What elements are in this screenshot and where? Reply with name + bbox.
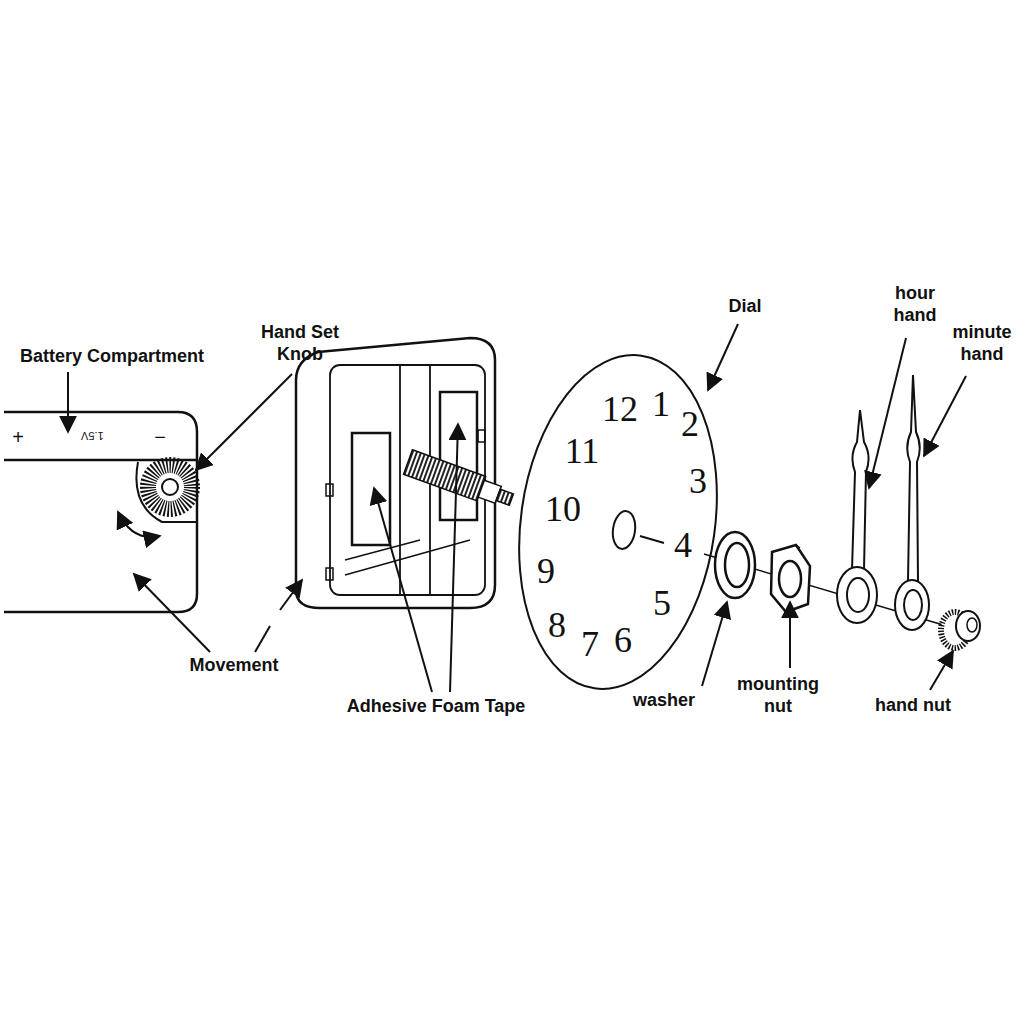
part-label: Adhesive Foam Tape	[347, 696, 526, 718]
movement-front	[4, 412, 197, 612]
leader-line	[702, 602, 727, 686]
leader-line	[67, 372, 69, 432]
leader-line	[255, 626, 270, 652]
hour-hand-symbol	[837, 410, 877, 623]
part-label: washer	[633, 690, 695, 712]
dial-number: 9	[537, 550, 555, 593]
dial-number: 3	[689, 460, 707, 503]
threaded-shaft	[404, 450, 516, 512]
dial-number: 2	[681, 403, 699, 446]
nut-symbol	[771, 545, 810, 612]
movement-back	[296, 338, 495, 608]
washer-symbol	[715, 532, 755, 598]
leader-line	[196, 374, 292, 470]
leader-line	[930, 651, 953, 690]
dial-number: 8	[548, 604, 566, 647]
part-label: Battery Compartment	[20, 346, 204, 368]
part-label: Dial	[728, 296, 761, 318]
dial-number: 1	[652, 383, 670, 426]
part-label: hour hand	[887, 283, 943, 326]
polarity-mark: −	[154, 425, 166, 449]
minute-hand-symbol	[895, 375, 929, 630]
leader-line	[924, 376, 966, 456]
part-label: Hand Set Knob	[259, 322, 341, 365]
dial-number: 6	[614, 619, 632, 662]
hand-nut-symbol	[941, 611, 980, 648]
dial-number: 10	[545, 488, 581, 531]
leader-line	[869, 338, 906, 488]
part-label: mounting nut	[733, 674, 823, 717]
leader-line	[374, 488, 432, 692]
leader-line	[450, 424, 458, 692]
dial-number: 7	[581, 623, 599, 666]
leader-line	[789, 602, 791, 668]
leader-line	[708, 324, 738, 390]
dial-number: 12	[602, 388, 638, 431]
part-label: minute hand	[944, 322, 1020, 365]
dial-number: 11	[565, 430, 600, 473]
part-label: hand nut	[875, 695, 951, 717]
leader-line	[134, 574, 210, 652]
leader-line	[280, 580, 302, 610]
part-label: Movement	[189, 655, 278, 677]
leader-lines	[68, 324, 966, 692]
polarity-mark: +	[12, 425, 24, 449]
dial-face	[499, 342, 738, 702]
voltage-mark: 1.5V	[81, 429, 104, 442]
dial-number: 5	[653, 582, 671, 625]
dial-number: 4	[674, 524, 692, 567]
axis-line	[640, 536, 664, 543]
